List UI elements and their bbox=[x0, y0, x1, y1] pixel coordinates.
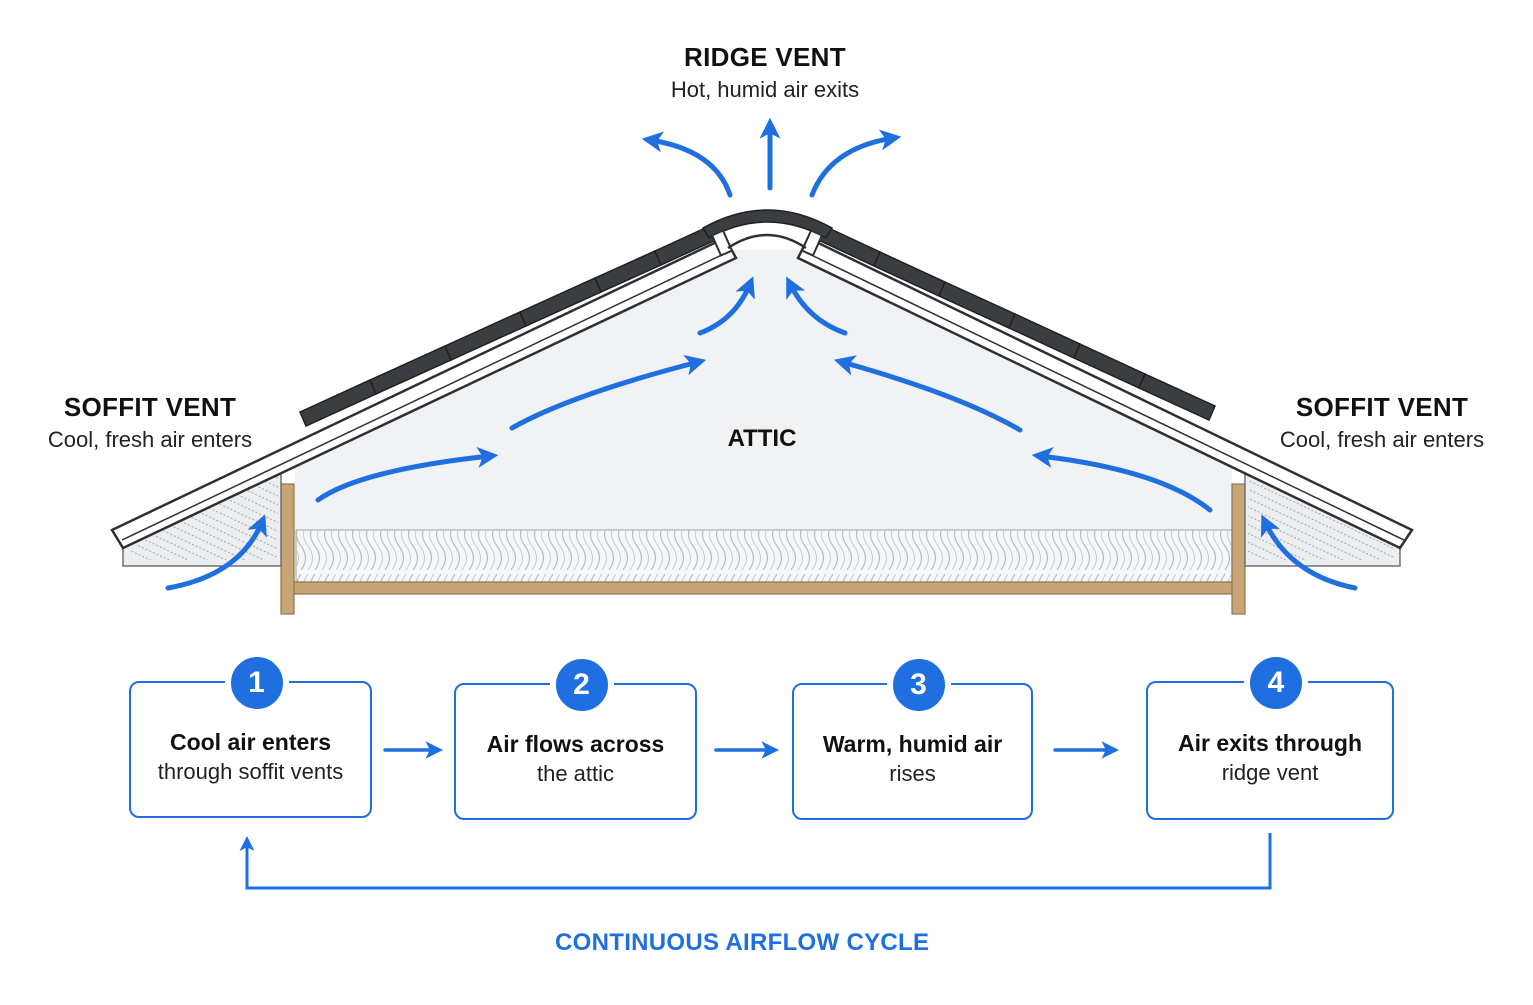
step-card-2: 2 Air flows across the attic bbox=[454, 653, 697, 820]
airflow-arrows bbox=[165, 117, 1358, 591]
step-text-2: the attic bbox=[536, 760, 615, 786]
ceiling-joist bbox=[291, 581, 1237, 595]
flow-arrow-left-2 bbox=[509, 354, 707, 431]
exhaust-arrow-right bbox=[809, 129, 902, 198]
intake-arrow-right bbox=[1260, 514, 1358, 591]
shingles-right bbox=[813, 222, 1216, 422]
attic-label: ATTIC bbox=[727, 425, 797, 452]
step-card-4: 4 Air exits through ridge vent bbox=[1146, 651, 1394, 820]
soffit-vent-left-label: SOFFIT VENT Cool, fresh air enters bbox=[30, 392, 270, 453]
ridge-vent-label: RIDGE VENT Hot, humid air exits bbox=[600, 42, 930, 103]
step-title-1: Cool air enters bbox=[169, 728, 332, 755]
left-wall bbox=[280, 483, 295, 615]
attic-space bbox=[295, 250, 1232, 530]
step-text-1: through soffit vents bbox=[157, 758, 344, 784]
step-card-3: 3 Warm, humid air rises bbox=[792, 653, 1033, 820]
intake-arrow-left bbox=[165, 514, 267, 591]
ridge-vent-title: RIDGE VENT bbox=[684, 42, 846, 72]
step-text-3: rises bbox=[889, 760, 936, 786]
soffit-right-title: SOFFIT VENT bbox=[1295, 392, 1469, 422]
step-text-4: ridge vent bbox=[1221, 759, 1319, 785]
soffit-right-subtitle: Cool, fresh air enters bbox=[1279, 427, 1485, 452]
soffit-vent-right-label: SOFFIT VENT Cool, fresh air enters bbox=[1262, 392, 1502, 453]
step-number-3: 3 bbox=[886, 653, 951, 717]
step-title-4: Air exits through bbox=[1177, 729, 1362, 756]
step-card-1: 1 Cool air enters through soffit vents bbox=[129, 651, 372, 818]
flow-arrow-left-3 bbox=[697, 276, 755, 336]
exhaust-arrow-left bbox=[641, 131, 733, 198]
step-title-2: Air flows across bbox=[486, 730, 665, 757]
flow-arrow-right-1 bbox=[1031, 447, 1213, 513]
step-number-4: 4 bbox=[1244, 651, 1308, 715]
step-number-1: 1 bbox=[224, 651, 289, 715]
ridge-vent-subtitle: Hot, humid air exits bbox=[670, 77, 860, 102]
cycle-label: CONTINUOUS AIRFLOW CYCLE bbox=[555, 929, 930, 956]
right-wall bbox=[1231, 483, 1246, 615]
step-number-2: 2 bbox=[549, 653, 614, 717]
flow-arrow-left-1 bbox=[315, 446, 499, 503]
soffit-left-title: SOFFIT VENT bbox=[63, 392, 237, 422]
ridge-vent-cap bbox=[701, 209, 834, 257]
flow-arrow-right-3 bbox=[786, 276, 848, 336]
cycle-return-arrow bbox=[239, 833, 1272, 890]
shingles-left bbox=[299, 222, 721, 428]
flow-arrow-right-2 bbox=[833, 355, 1023, 433]
soffit-left-subtitle: Cool, fresh air enters bbox=[47, 427, 253, 452]
step-title-3: Warm, humid air bbox=[822, 730, 1003, 757]
